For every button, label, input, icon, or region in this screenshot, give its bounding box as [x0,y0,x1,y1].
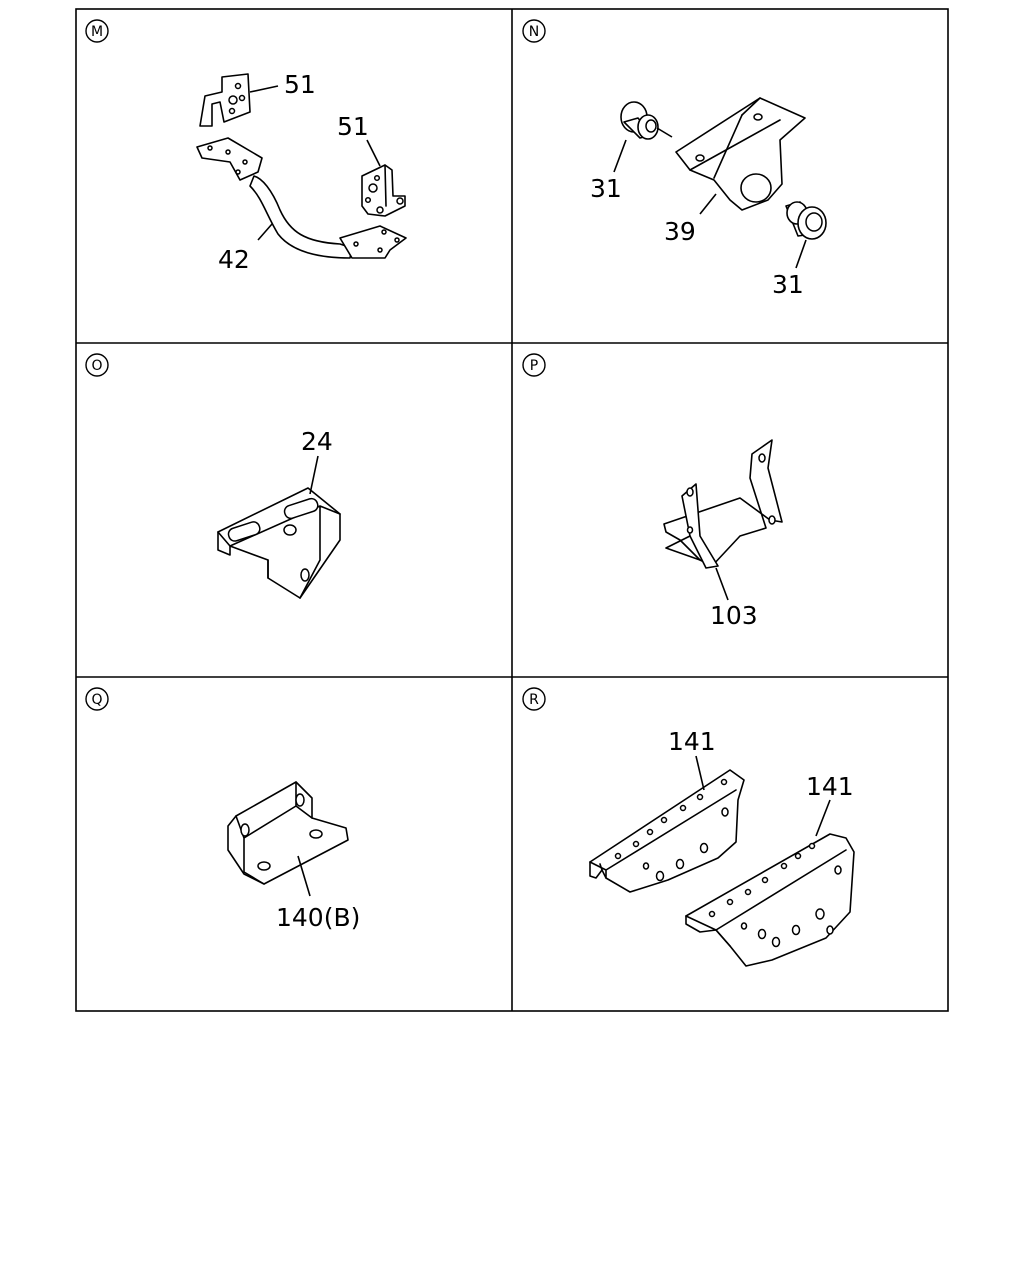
callout-label: 31 [772,270,804,299]
bushing-31-right [785,201,827,240]
panel-letter: R [529,692,539,708]
callout-label: 39 [664,217,696,246]
panel-p: P 103 [522,353,783,630]
panel-n-marker: N [522,19,546,43]
bracket-140b [227,781,349,885]
bracket-39 [675,97,806,211]
panel-letter: N [529,24,539,40]
bracket-141-lower [685,833,855,967]
panel-letter: O [91,358,102,374]
crossmember-42 [196,137,407,259]
callout-label: 141 [668,727,716,756]
panel-letter: P [530,358,538,374]
panel-o: O 24 [85,353,341,599]
callout-label: 103 [710,601,758,630]
bushing-31-left [620,101,659,140]
panel-grid [75,8,949,1012]
panel-n: N 31 39 31 [522,19,827,299]
panel-p-marker: P [522,353,546,377]
panel-r: R 141 [522,687,855,967]
panel-m: M 51 51 [85,19,407,274]
panel-m-marker: M [85,19,109,43]
bracket-24 [217,487,341,599]
panel-letter: M [91,24,103,40]
callout-label: 141 [806,772,854,801]
callout-label: 140(B) [276,903,360,932]
panel-letter: Q [91,692,102,708]
callout-label: 42 [218,245,250,274]
bracket-141-upper [589,769,745,893]
bracket-103 [663,439,783,569]
callout-label: 51 [337,112,369,141]
panel-q-marker: Q [85,687,109,711]
panel-q: Q 140(B) [85,687,360,932]
panel-o-marker: O [85,353,109,377]
callout-label: 51 [284,70,316,99]
callout-label: 31 [590,174,622,203]
callout-label: 24 [301,427,333,456]
bracket-51-left [199,73,251,127]
panel-r-marker: R [522,687,546,711]
bracket-51-right [361,164,406,217]
